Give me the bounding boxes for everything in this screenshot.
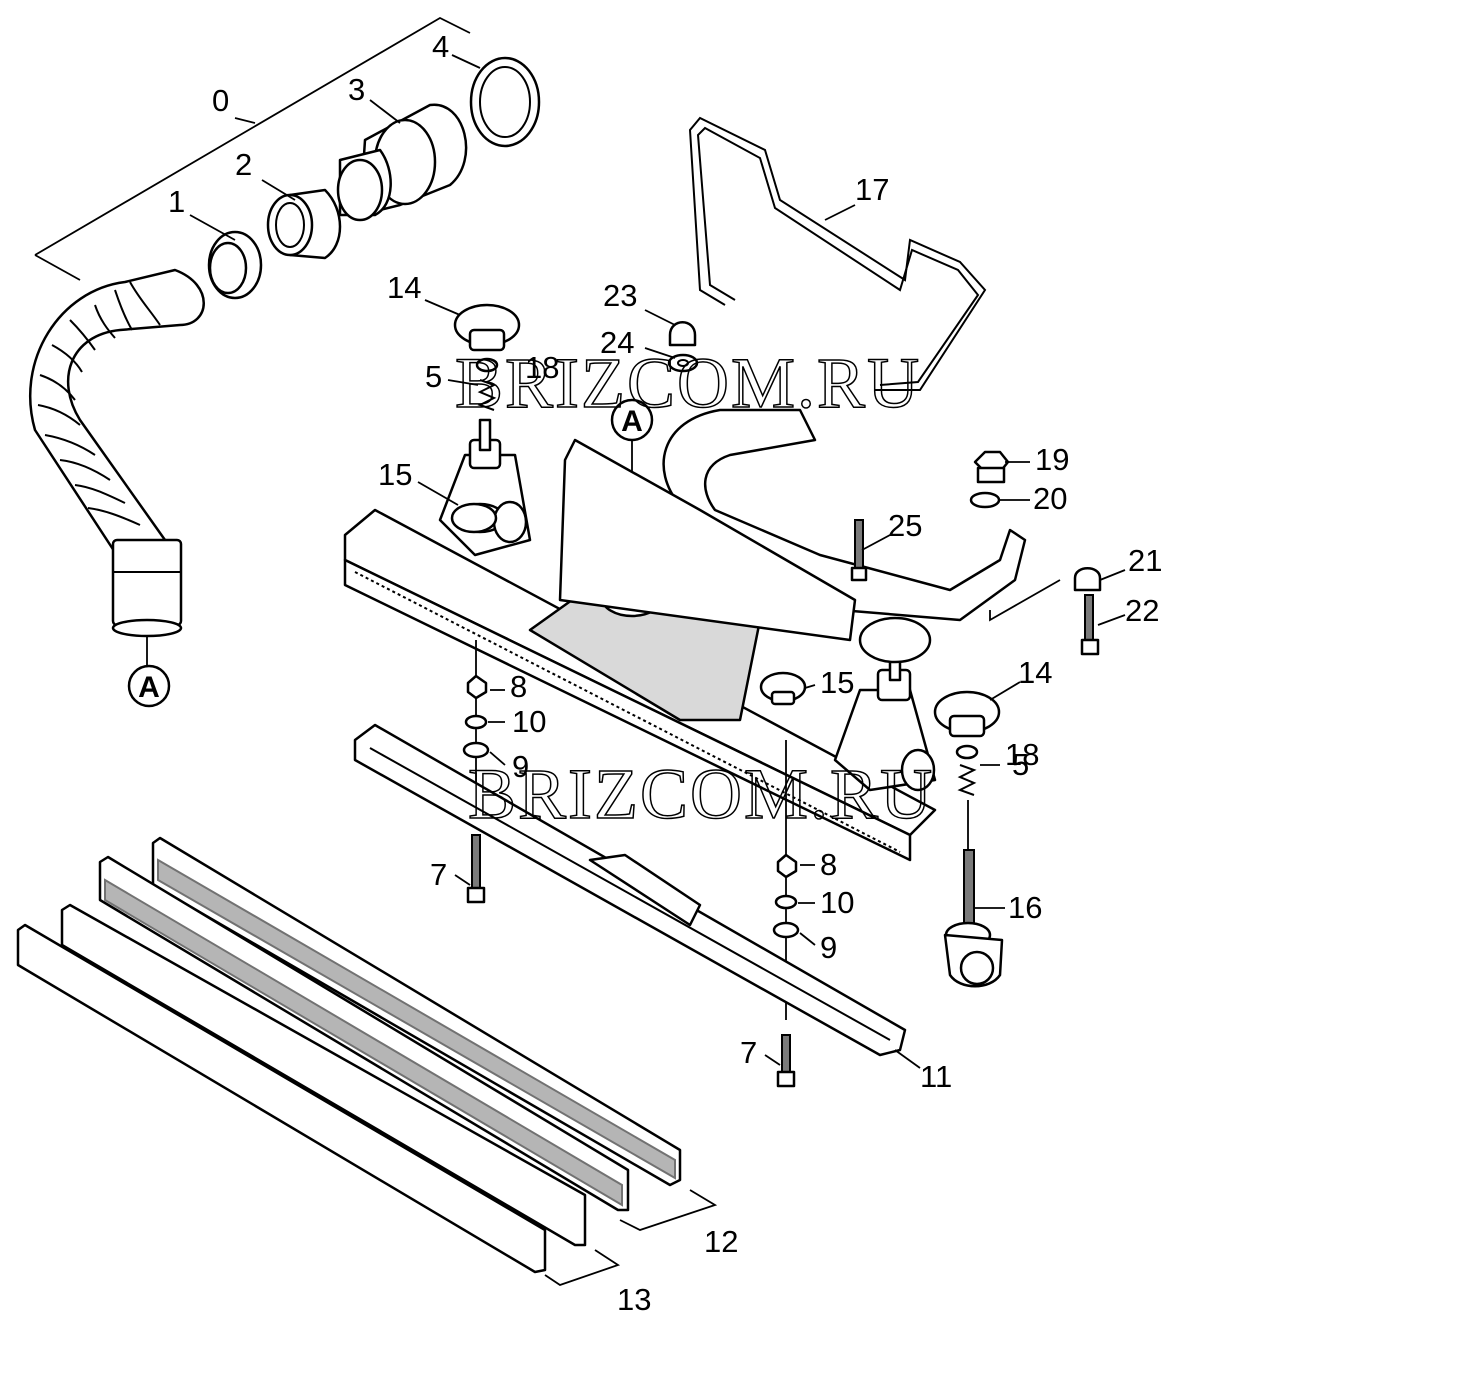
adapter-2 [266, 188, 342, 260]
callout-2: 2 [235, 147, 252, 182]
callout-20: 20 [1033, 481, 1067, 516]
callout-labels: 0 1 2 3 4 5 5 7 7 8 8 9 9 10 10 11 12 13… [168, 29, 1162, 1317]
screw-25 [850, 519, 868, 582]
callout-13: 13 [617, 1282, 651, 1317]
callout-1: 1 [168, 184, 185, 219]
callout-18-left: 18 [525, 350, 559, 385]
watermark-bottom: BRIZCOM.RU [468, 754, 934, 834]
callout-7-left: 7 [430, 857, 447, 892]
screw-22 [1080, 594, 1100, 656]
callout-14-top: 14 [387, 270, 421, 305]
callout-16: 16 [1008, 890, 1042, 925]
callout-5-left: 5 [425, 359, 442, 394]
callout-4: 4 [432, 29, 449, 64]
callout-7-right: 7 [740, 1035, 757, 1070]
callout-8-left: 8 [510, 669, 527, 704]
callout-9-left: 9 [512, 749, 529, 784]
connector-a-left-label: A [138, 671, 160, 704]
callout-8-right: 8 [820, 847, 837, 882]
adapter-1 [207, 230, 263, 300]
bracket-21 [989, 567, 1102, 622]
caster-bolt-16 [943, 800, 1004, 988]
callout-11: 11 [920, 1059, 952, 1094]
callout-5-right: 5 [1012, 747, 1029, 782]
blade-13 [16, 903, 621, 1286]
connector-a-left: A [127, 636, 171, 708]
knob-14-right [933, 690, 1001, 796]
washer-24 [667, 353, 699, 373]
connector-a-top-label: A [621, 405, 643, 438]
kit-bracket-0 [34, 16, 471, 281]
cap-23 [668, 321, 697, 347]
callout-9-right: 9 [820, 930, 837, 965]
callout-25: 25 [888, 508, 922, 543]
callout-12: 12 [704, 1224, 738, 1259]
callout-24: 24 [600, 325, 634, 360]
rail-11 [353, 723, 907, 1057]
callout-18-right: 18 [1005, 737, 1039, 772]
squeegee-body [343, 438, 937, 862]
callout-17: 17 [855, 172, 889, 207]
callout-23: 23 [603, 278, 637, 313]
callout-leaders [189, 54, 1126, 1069]
cap-19 [973, 450, 1010, 484]
adapter-3 [336, 103, 468, 222]
callout-15-right: 15 [820, 665, 854, 700]
callout-21: 21 [1128, 543, 1162, 578]
callout-0: 0 [212, 83, 229, 118]
knob-15-left [450, 502, 498, 534]
callout-19: 19 [1035, 442, 1069, 477]
callout-15-left: 15 [378, 457, 412, 492]
wire-frame-17 [688, 116, 987, 391]
knob-14-top [453, 303, 521, 411]
ring-4 [469, 56, 541, 148]
washer-20 [969, 491, 1001, 509]
fastener-stack-left [462, 640, 490, 904]
right-caster-housing [833, 616, 937, 792]
brush-strip-12 [98, 836, 718, 1231]
left-caster-housing [438, 418, 532, 557]
callout-10-right: 10 [820, 885, 854, 920]
suction-hose [29, 268, 205, 638]
callout-14-right: 14 [1018, 655, 1052, 690]
callout-3: 3 [348, 72, 365, 107]
watermark-top: BRIZCOM.RU [455, 343, 921, 423]
knob-15-right [759, 671, 807, 706]
callout-22: 22 [1125, 593, 1159, 628]
callout-10-left: 10 [512, 704, 546, 739]
